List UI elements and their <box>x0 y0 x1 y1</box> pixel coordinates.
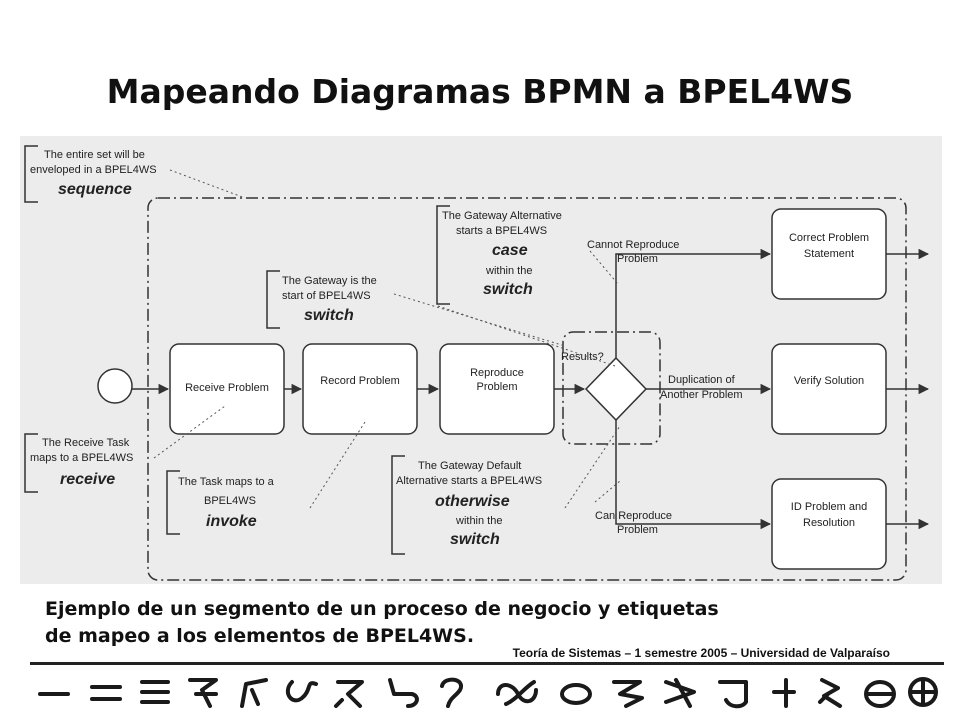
caption-line: Ejemplo de un segmento de un proceso de … <box>45 598 719 620</box>
annotation-text: enveloped in a BPEL4WS <box>30 164 157 176</box>
task-label: Correct Problem <box>789 232 869 244</box>
annotation-otherwise: The Gateway Default Alternative starts a… <box>391 455 542 555</box>
annotation-text: The Gateway is the <box>282 275 377 287</box>
task-label: Problem <box>477 381 518 393</box>
glyph-icon <box>612 680 644 708</box>
annotation-text: Alternative starts a BPEL4WS <box>396 475 542 487</box>
annotation-text: BPEL4WS <box>204 495 256 507</box>
sequence-flows <box>132 248 930 530</box>
task-reproduce-problem: Reproduce Problem <box>439 343 555 435</box>
glyph-icon <box>664 678 696 708</box>
glyph-icon <box>285 680 318 703</box>
task-label: Verify Solution <box>794 375 864 387</box>
annotation-keyword: invoke <box>206 513 257 530</box>
annotation-case: The Gateway Alternative starts a BPEL4WS… <box>436 205 562 305</box>
flow-label: Cannot Reproduce <box>587 239 679 251</box>
bpmn-diagram: Receive Problem Record Problem Reproduce… <box>20 136 942 584</box>
task-label: Statement <box>804 248 854 260</box>
task-verify-solution: Verify Solution <box>771 343 887 435</box>
task-label: Record Problem <box>320 375 399 387</box>
annotation-text: The Receive Task <box>42 437 130 449</box>
glyph-icon <box>496 680 538 706</box>
flow-label: Problem <box>617 253 658 265</box>
annotation-text: within the <box>455 515 502 527</box>
annotation-keyword: switch <box>450 531 500 548</box>
glyph-icon <box>908 677 938 707</box>
flow-label: Can Reproduce <box>595 510 672 522</box>
glyph-icon <box>772 678 796 708</box>
task-id-problem-resolution: ID Problem and Resolution <box>771 478 887 570</box>
gateway-group <box>562 331 661 445</box>
task-label: Reproduce <box>470 367 524 379</box>
footer-text: Teoría de Sistemas – 1 semestre 2005 – U… <box>512 646 890 660</box>
glyph-icon <box>388 678 419 708</box>
glyph-icon <box>560 683 592 705</box>
task-label: Receive Problem <box>185 382 269 394</box>
task-receive-problem: Receive Problem <box>169 343 285 435</box>
annotation-sequence: The entire set will be enveloped in a BP… <box>24 145 157 203</box>
glyph-icon <box>140 680 170 704</box>
annotation-text: The Gateway Alternative <box>442 210 562 222</box>
task-label: ID Problem and <box>791 501 867 513</box>
annotation-text: maps to a BPEL4WS <box>30 452 133 464</box>
annotation-keyword: case <box>492 242 528 259</box>
task-record-problem: Record Problem <box>302 343 418 435</box>
association-lines <box>153 169 621 509</box>
annotation-text: The Task maps to a <box>178 476 275 488</box>
footer-divider <box>30 662 944 665</box>
glyph-icon <box>718 680 748 709</box>
flow-label: Problem <box>617 524 658 536</box>
caption-line: de mapeo a los elementos de BPEL4WS. <box>45 625 475 647</box>
annotation-keyword: sequence <box>58 181 132 198</box>
annotation-text: starts a BPEL4WS <box>456 225 547 237</box>
start-event <box>97 368 133 404</box>
page-title: Mapeando Diagramas BPMN a BPEL4WS <box>106 72 854 111</box>
decorative-glyph-strip <box>38 677 938 709</box>
glyph-icon <box>864 680 896 708</box>
annotation-keyword: switch <box>483 281 533 298</box>
annotation-text: The Gateway Default <box>418 460 521 472</box>
glyph-icon <box>334 680 364 708</box>
task-label: Resolution <box>803 517 855 529</box>
annotation-switch: The Gateway is the start of BPEL4WS swit… <box>266 270 377 329</box>
annotation-text: The entire set will be <box>44 149 145 161</box>
annotation-text: start of BPEL4WS <box>282 290 371 302</box>
flow-label: Duplication of <box>668 374 736 386</box>
annotation-keyword: receive <box>60 471 115 488</box>
annotation-keyword: otherwise <box>435 493 510 510</box>
glyph-icon <box>818 678 842 708</box>
glyph-icon <box>90 685 122 701</box>
annotation-receive: The Receive Task maps to a BPEL4WS recei… <box>24 433 133 493</box>
annotation-invoke: The Task maps to a BPEL4WS invoke <box>166 470 275 535</box>
flow-label: Another Problem <box>660 389 743 401</box>
task-correct-problem-statement: Correct Problem Statement <box>771 208 887 300</box>
annotation-text: within the <box>485 265 532 277</box>
glyph-icon <box>240 678 268 708</box>
gateway-label: Results? <box>561 351 604 363</box>
glyph-icon <box>188 678 218 708</box>
caption: Ejemplo de un segmento de un proceso de … <box>45 596 915 650</box>
glyph-icon <box>440 677 463 708</box>
annotation-keyword: switch <box>304 307 354 324</box>
